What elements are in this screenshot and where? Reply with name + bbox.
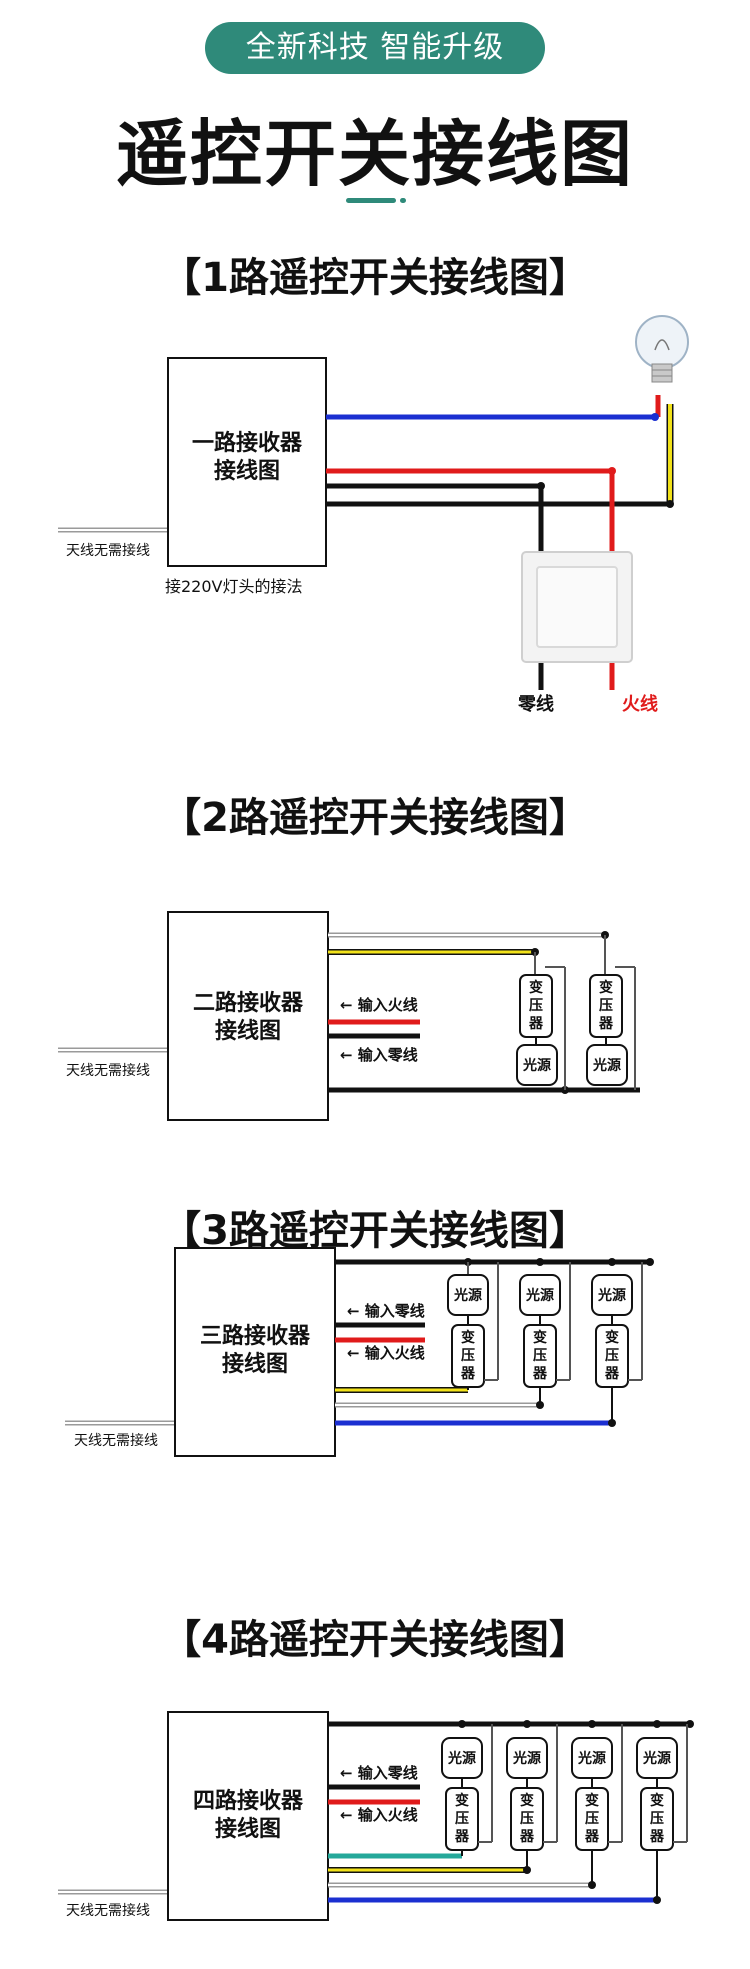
svg-text:器: 器 xyxy=(604,1366,620,1382)
receiver-label-1: 四路接收器 xyxy=(193,1788,304,1814)
diagram-4: 天线无需接线 四路接收器 接线图 ← 输入零线 ← 输入火线 光源 变 压 器 … xyxy=(58,1711,694,1921)
svg-text:压: 压 xyxy=(585,1811,599,1827)
svg-text:光源: 光源 xyxy=(447,1750,476,1767)
svg-text:器: 器 xyxy=(460,1366,476,1382)
svg-text:压: 压 xyxy=(520,1811,534,1827)
section-3-title: 【3路遥控开关接线图】 xyxy=(161,1208,589,1254)
device-column-2: 光源 变 压 器 xyxy=(506,1724,558,1870)
section-2-title: 【2路遥控开关接线图】 xyxy=(161,795,589,841)
svg-text:变: 变 xyxy=(529,979,543,996)
antenna-label: 天线无需接线 xyxy=(66,1062,150,1079)
device-column-1: 光源 变 压 器 xyxy=(441,1724,493,1856)
receiver-box xyxy=(167,357,327,567)
title-divider xyxy=(346,198,396,203)
diagram-2: 天线无需接线 二路接收器 接线图 ← 输入火线 ← 输入零线 变 压 器 光源 … xyxy=(58,911,640,1121)
svg-text:变: 变 xyxy=(599,979,613,996)
device-column-1: 光源 变 压 器 xyxy=(447,1262,499,1390)
receiver-label-1: 三路接收器 xyxy=(200,1323,311,1349)
neutral-label: 零线 xyxy=(517,693,554,715)
antenna-label: 天线无需接线 xyxy=(66,542,150,559)
wall-switch-icon xyxy=(521,551,633,663)
input-neutral-label: ← 输入零线 xyxy=(340,1764,418,1782)
svg-text:光源: 光源 xyxy=(525,1287,554,1304)
input-neutral-label: ← 输入零线 xyxy=(340,1046,418,1064)
device-column-1: 变 压 器 光源 xyxy=(516,952,566,1090)
svg-text:压: 压 xyxy=(650,1811,664,1827)
input-live-label: ← 输入火线 xyxy=(340,996,418,1014)
svg-text:变: 变 xyxy=(605,1329,619,1346)
device-column-3: 光源 变 压 器 xyxy=(571,1724,623,1885)
antenna-label: 天线无需接线 xyxy=(74,1432,158,1449)
svg-text:光源: 光源 xyxy=(642,1750,671,1767)
svg-text:变: 变 xyxy=(585,1792,599,1809)
svg-text:变: 变 xyxy=(650,1792,664,1809)
device-column-3: 光源 变 压 器 xyxy=(591,1262,643,1423)
svg-text:器: 器 xyxy=(649,1829,665,1845)
receiver-label-2: 接线图 xyxy=(215,1816,281,1842)
receiver-box xyxy=(167,911,329,1121)
receiver-box xyxy=(167,1711,329,1921)
title-divider-dot xyxy=(400,198,406,203)
receiver-label-1: 一路接收器 xyxy=(192,430,303,456)
device-column-2: 光源 变 压 器 xyxy=(519,1262,571,1405)
svg-text:压: 压 xyxy=(461,1348,475,1364)
input-live-label: ← 输入火线 xyxy=(340,1806,418,1824)
svg-text:压: 压 xyxy=(455,1811,469,1827)
svg-text:变: 变 xyxy=(455,1792,469,1809)
receiver-label-2: 接线图 xyxy=(215,1018,281,1044)
svg-text:压: 压 xyxy=(605,1348,619,1364)
diagram-1: 天线无需接线 一路接收器 接线图 接220V灯头的接法 零线 火线 xyxy=(58,315,689,715)
section-1-title: 【1路遥控开关接线图】 xyxy=(161,255,589,301)
svg-text:器: 器 xyxy=(519,1829,535,1845)
svg-text:光源: 光源 xyxy=(577,1750,606,1767)
svg-text:器: 器 xyxy=(532,1366,548,1382)
svg-text:光源: 光源 xyxy=(522,1057,551,1074)
live-label: 火线 xyxy=(622,693,658,715)
svg-text:光源: 光源 xyxy=(597,1287,626,1304)
svg-text:压: 压 xyxy=(599,998,613,1014)
wiring-note: 接220V灯头的接法 xyxy=(165,577,303,596)
diagram-3: 天线无需接线 三路接收器 接线图 ← 输入零线 ← 输入火线 光源 变 压 器 … xyxy=(65,1247,654,1457)
receiver-box xyxy=(174,1247,336,1457)
svg-text:变: 变 xyxy=(461,1329,475,1346)
receiver-label-2: 接线图 xyxy=(222,1351,288,1377)
svg-text:压: 压 xyxy=(529,998,543,1014)
page-title: 遥控开关接线图 xyxy=(115,112,634,196)
svg-text:变: 变 xyxy=(520,1792,534,1809)
antenna-label: 天线无需接线 xyxy=(66,1902,150,1919)
light-bulb-icon xyxy=(635,315,689,383)
svg-text:变: 变 xyxy=(533,1329,547,1346)
svg-text:压: 压 xyxy=(533,1348,547,1364)
svg-text:器: 器 xyxy=(598,1016,614,1032)
svg-text:器: 器 xyxy=(584,1829,600,1845)
svg-text:光源: 光源 xyxy=(592,1057,621,1074)
section-4-title: 【4路遥控开关接线图】 xyxy=(161,1617,589,1663)
input-neutral-label: ← 输入零线 xyxy=(347,1302,425,1320)
input-live-label: ← 输入火线 xyxy=(347,1344,425,1362)
svg-text:光源: 光源 xyxy=(512,1750,541,1767)
device-column-2: 变 压 器 光源 xyxy=(586,935,636,1090)
header-badge: 全新科技 智能升级 xyxy=(205,22,545,74)
receiver-label-1: 二路接收器 xyxy=(193,990,304,1016)
svg-text:器: 器 xyxy=(454,1829,470,1845)
svg-text:光源: 光源 xyxy=(453,1287,482,1304)
svg-text:器: 器 xyxy=(528,1016,544,1032)
device-column-4: 光源 变 压 器 xyxy=(636,1724,688,1900)
receiver-label-2: 接线图 xyxy=(214,458,280,484)
